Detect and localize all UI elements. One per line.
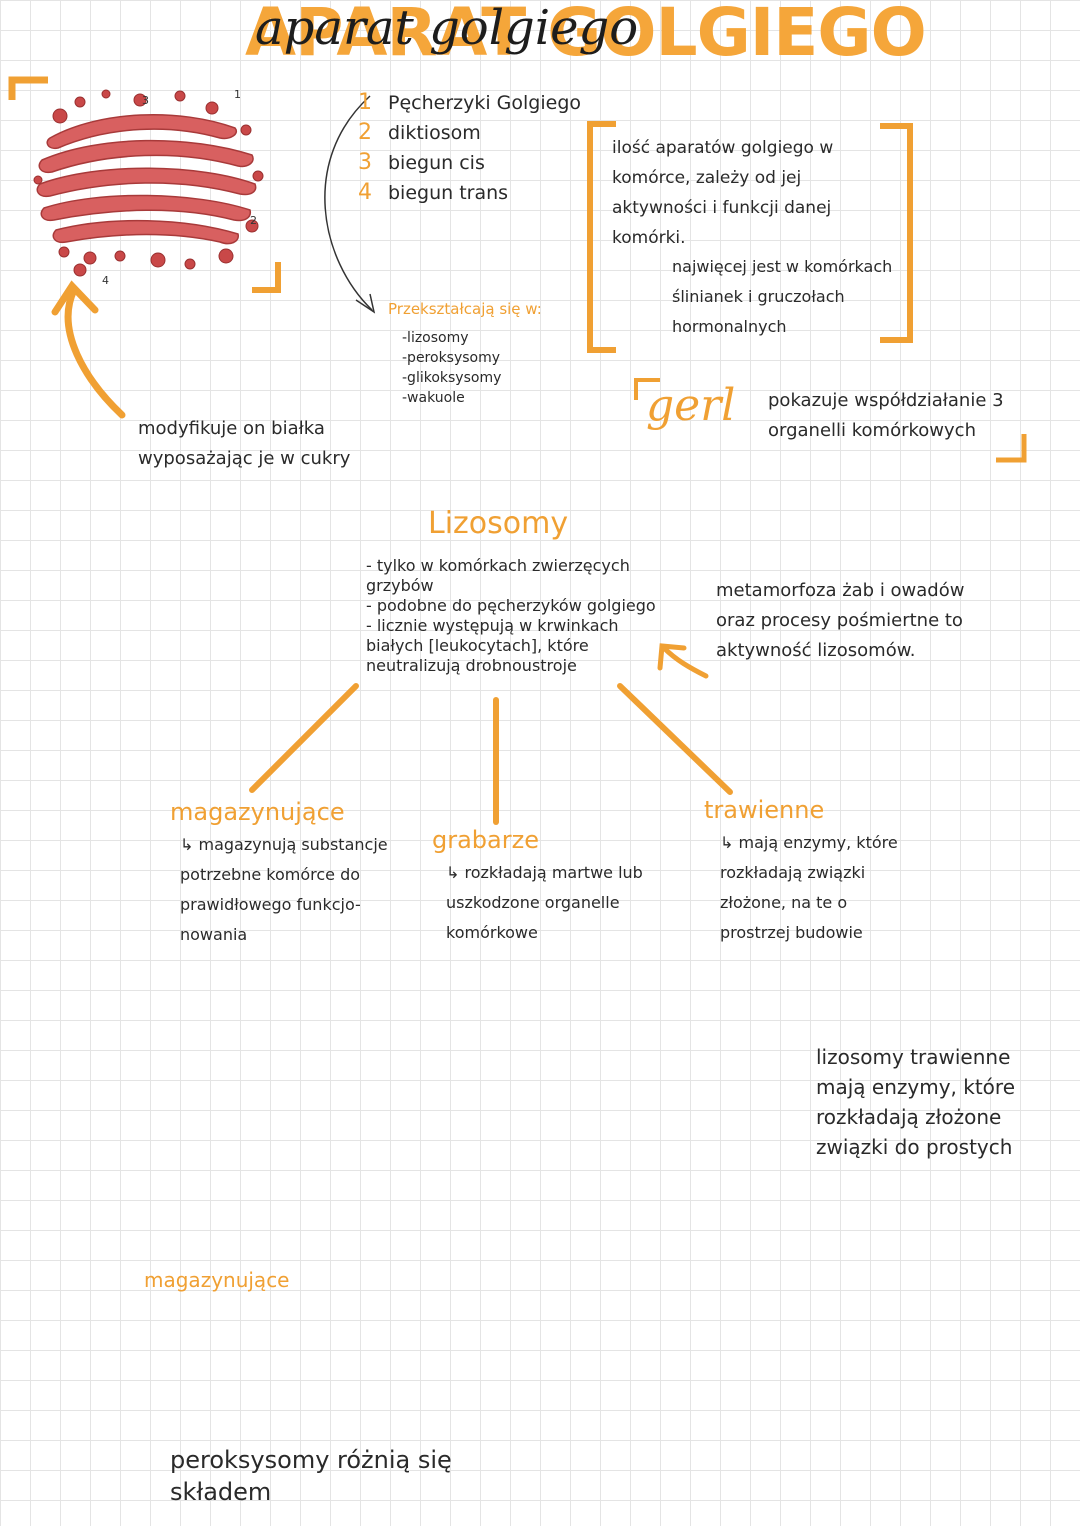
part-number: 1 <box>358 90 372 115</box>
part-number: 4 <box>358 180 372 205</box>
branch-title-grabarze: grabarze <box>432 826 539 854</box>
transform-item: -peroksysomy <box>402 350 501 366</box>
part-item: 2 diktiosom <box>358 118 581 148</box>
branch-line-right <box>617 683 733 795</box>
branch-title-trawienne: trawienne <box>704 796 825 824</box>
lizosomy-item: - licznie występują w krwinkach białych … <box>366 616 619 675</box>
gerl-description: pokazuje współdziałanie 3 organelli komó… <box>768 390 1004 441</box>
part-text: Pęcherzyki Golgiego <box>388 92 582 114</box>
lizosomy-list: - tylko w komórkach zwierzęcych grzybów … <box>366 556 676 676</box>
transform-list: -lizosomy -peroksysomy -glikoksysomy -wa… <box>402 328 501 408</box>
transform-item: -glikoksysomy <box>402 370 502 386</box>
part-text: biegun cis <box>388 152 485 174</box>
gerl-word: gerl <box>646 380 736 431</box>
diagram-label-4: 4 <box>102 274 109 285</box>
part-text: biegun trans <box>388 182 509 204</box>
info-box-text: ilość aparatów golgiego w komórce, zależ… <box>612 138 834 248</box>
arrow-head-modify <box>51 280 99 316</box>
modify-note: modyfikuje on białka wyposażając je w cu… <box>138 418 351 469</box>
digestive-lysosome-note: lizosomy trawienne mają enzymy, które ro… <box>816 1045 1016 1159</box>
lizosomy-item: - podobne do pęcherzyków golgiego <box>366 596 656 615</box>
arrow-head-transform <box>355 293 376 314</box>
transform-item: -wakuole <box>402 390 465 406</box>
branch-title-magazynujace: magazynujące <box>170 798 345 826</box>
part-item: 1 Pęcherzyki Golgiego <box>358 88 581 118</box>
branch-desc-trawienne: ↳ mają enzymy, które rozkładają związki … <box>720 833 898 942</box>
transform-item: -lizosomy <box>402 330 469 346</box>
golgi-apparatus-illustration: 3 1 2 4 <box>33 88 264 285</box>
title-script: aparat golgiego <box>255 0 639 56</box>
lone-word-magazynujace: magazynujące <box>144 1268 290 1292</box>
info-box-sub: najwięcej jest w komórkach ślinianek i g… <box>672 257 893 336</box>
part-text: diktiosom <box>388 122 481 144</box>
diagram-label-3: 3 <box>142 94 149 107</box>
golgi-parts-list: 1 Pęcherzyki Golgiego 2 diktiosom 3 biegun … <box>358 88 581 208</box>
branch-desc-magazynujace: ↳ magazynują substancje potrzebne komórc… <box>180 835 388 944</box>
branch-desc-grabarze: ↳ rozkładają martwe lub uszkodzone organ… <box>446 863 643 942</box>
diagram-label-2: 2 <box>250 214 257 227</box>
branch-line-left <box>249 683 359 793</box>
lizosomy-heading: Lizosomy <box>428 506 569 541</box>
curved-arrow-modify <box>64 286 126 419</box>
lizosomy-item: - tylko w komórkach zwierzęcych grzybów <box>366 556 630 595</box>
peroksysomy-note: peroksysomy różnią się składem <box>170 1446 452 1506</box>
diagram-label-1: 1 <box>234 88 241 101</box>
transform-heading: Przekształcają się w: <box>388 300 542 318</box>
title-caps: APARAT GOLGIEGO <box>245 0 927 71</box>
part-item: 4 biegun trans <box>358 178 581 208</box>
part-item: 3 biegun cis <box>358 148 581 178</box>
page-title: APARAT GOLGIEGO aparat golgiego <box>235 0 927 80</box>
part-number: 3 <box>358 150 372 175</box>
metamorphosis-note: metamorfoza żab i owadów oraz procesy po… <box>716 580 965 661</box>
part-number: 2 <box>358 120 372 145</box>
